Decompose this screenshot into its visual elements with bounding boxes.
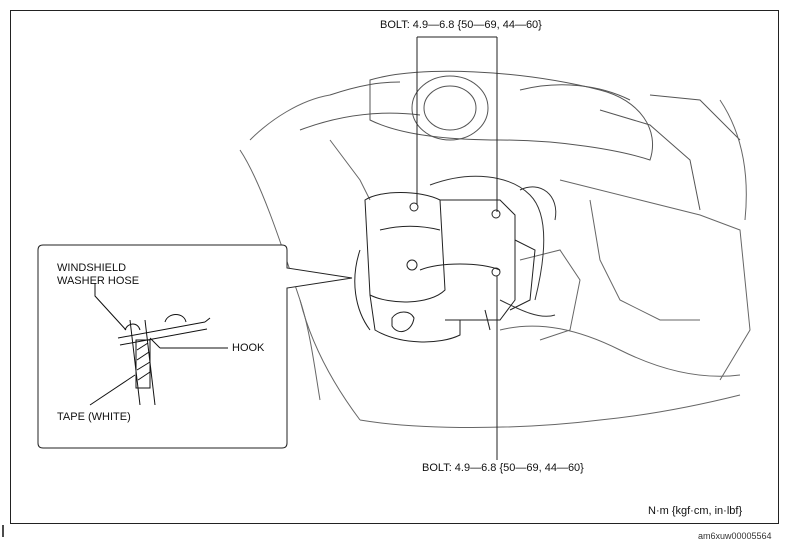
bolt-bottom-label: BOLT: 4.9—6.8 {50—69, 44—60}: [422, 462, 584, 474]
hook-label: HOOK: [232, 342, 265, 354]
figure-id: am6xuw00005564: [698, 531, 772, 541]
detail-callout: [37, 244, 353, 449]
headlight-outline: [299, 70, 741, 211]
washer-tank: [354, 192, 536, 343]
bolt-top-label: BOLT: 4.9—6.8 {50—69, 44—60}: [380, 19, 542, 31]
bolt-leader-lines: [416, 36, 498, 460]
units-label: N·m {kgf·cm, in·lbf}: [648, 505, 743, 517]
washer-hose-label-line2: WASHER HOSE: [57, 275, 140, 287]
washer-hoses: [429, 175, 557, 317]
diagram-frame: [10, 10, 779, 524]
tape-label: TAPE (WHITE): [57, 411, 131, 423]
washer-hose-label-line1: WINDSHIELD: [57, 262, 127, 274]
hose-hook-detail: [89, 283, 228, 406]
vehicle-body-outline: [239, 94, 751, 428]
